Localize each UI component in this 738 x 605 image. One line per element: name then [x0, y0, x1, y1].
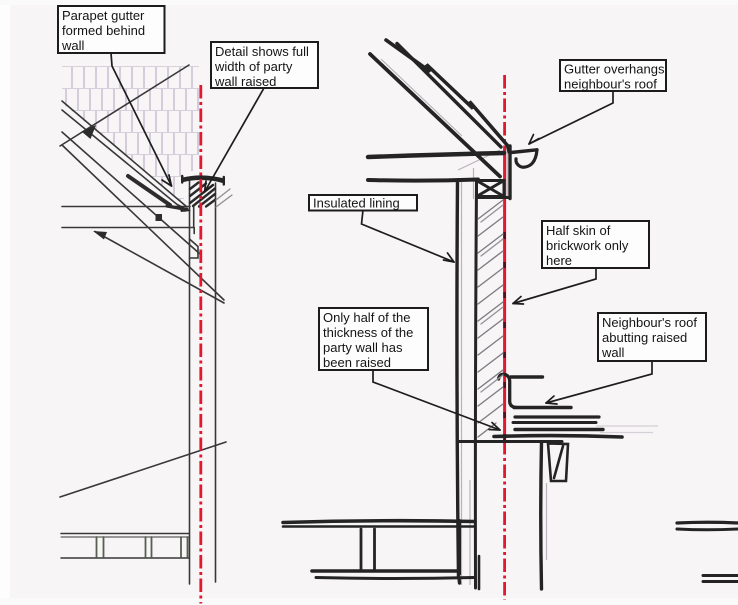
svg-text:Only half of the: Only half of the: [323, 310, 410, 325]
svg-text:been raised: been raised: [323, 355, 391, 370]
svg-text:neighbour's roof: neighbour's roof: [564, 77, 657, 92]
svg-text:Half skin of: Half skin of: [546, 223, 611, 238]
svg-text:formed behind: formed behind: [62, 23, 145, 38]
svg-text:Neighbour's roof: Neighbour's roof: [602, 315, 697, 330]
svg-text:here: here: [546, 253, 572, 268]
svg-text:thickness of the: thickness of the: [323, 325, 413, 340]
svg-text:wall: wall: [601, 345, 625, 360]
svg-text:party wall has: party wall has: [323, 340, 403, 355]
svg-text:brickwork only: brickwork only: [546, 238, 629, 253]
svg-text:Gutter overhangs: Gutter overhangs: [564, 62, 665, 77]
svg-text:wall: wall: [61, 38, 85, 53]
svg-text:Parapet gutter: Parapet gutter: [62, 8, 145, 23]
svg-text:Detail shows full: Detail shows full: [215, 44, 309, 59]
svg-text:Insulated lining: Insulated lining: [313, 196, 400, 211]
svg-text:abutting raised: abutting raised: [602, 330, 687, 345]
svg-text:wall raised: wall raised: [214, 74, 276, 89]
svg-text:width of party: width of party: [214, 59, 293, 74]
